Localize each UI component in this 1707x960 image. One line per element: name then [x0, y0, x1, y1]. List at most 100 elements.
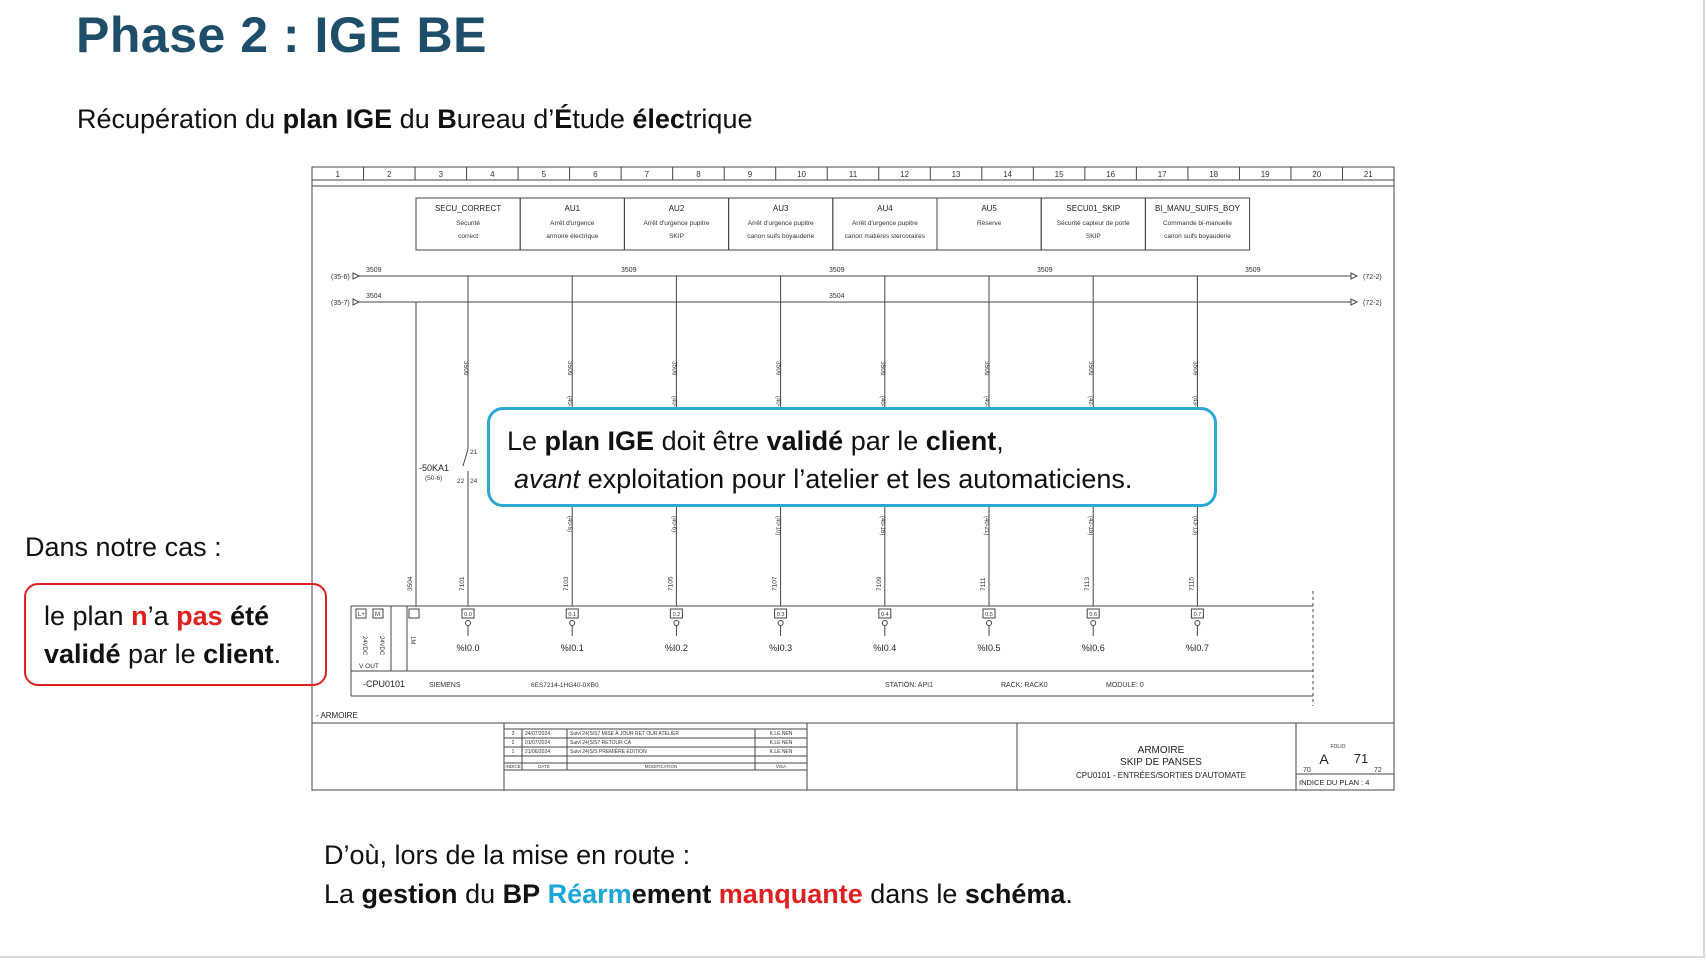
- bus-ref-in: (35-7): [331, 300, 350, 307]
- function-block-tag: AU4: [877, 204, 893, 213]
- input-point: [777, 620, 784, 626]
- input-point: [569, 620, 576, 626]
- contact-pin: 24: [470, 478, 478, 485]
- revision-text: Suivi 24(S/S7 RETOUR CA: [570, 740, 632, 746]
- revision-date: 01/07/2024: [525, 740, 550, 746]
- input-point: [1194, 620, 1201, 626]
- column-number: 15: [1055, 170, 1064, 179]
- page-title: Phase 2 : IGE BE: [76, 7, 487, 63]
- conclusion-line-1: D’où, lors de la mise en route :: [324, 840, 691, 870]
- function-block-tag: AU1: [565, 204, 581, 213]
- function-block-desc: Sécurité capteur de porte: [1057, 220, 1130, 227]
- bus-arrow: [352, 298, 361, 306]
- wire-label: 3509: [983, 361, 990, 376]
- wire-label: 3509: [566, 361, 573, 376]
- revision-header: MODIFICATION: [645, 764, 677, 769]
- column-number: 12: [900, 170, 909, 179]
- revision-header: INDICE: [505, 764, 520, 769]
- wire-label: 7109: [876, 576, 883, 591]
- folio-index: INDICE DU PLAN : 4: [1299, 778, 1369, 787]
- note-line-1: Le plan IGE doit être validé par le clie…: [507, 426, 1004, 456]
- bus-label: 3509: [829, 267, 845, 274]
- function-block-desc: SKIP: [1086, 233, 1101, 240]
- function-block-desc: Arrêt d'urgence pupitre: [644, 220, 710, 227]
- function-block-desc: Réserve: [977, 220, 1002, 227]
- revision-visa: K.LE NEN: [770, 740, 793, 746]
- column-number: 5: [542, 170, 547, 179]
- wire-ref: (40-16): [879, 516, 885, 535]
- supply-label: 24VDC: [378, 636, 384, 656]
- input-terminal: [982, 608, 996, 619]
- input-terminal: [774, 608, 788, 619]
- conclusion-line-2: La gestion du BP Réarmement manquante da…: [324, 879, 1073, 909]
- function-block-tag: AU2: [669, 204, 685, 213]
- wire-ref: (40-10): [775, 516, 781, 535]
- column-number: 7: [645, 170, 650, 179]
- wire-label: 3509: [1087, 361, 1094, 376]
- supply-label: V OUT: [359, 663, 379, 670]
- function-block-tag: AU3: [773, 204, 789, 213]
- validation-note-callout: Le plan IGE doit être validé par le clie…: [487, 407, 1217, 507]
- column-number: 1: [336, 170, 341, 179]
- function-block-desc: canon suifs boyauderie: [1164, 233, 1231, 240]
- function-block-tag: BI_MANU_SUIFS_BOY: [1155, 204, 1241, 213]
- column-number: 11: [849, 170, 858, 179]
- cpu-module: MODULE: 0: [1106, 682, 1144, 689]
- function-block-tag: SECU_CORRECT: [435, 204, 501, 213]
- revision-date: 21/06/2024: [525, 749, 550, 755]
- cpu-reference: 6ES7214-1HG40-0XB0: [531, 682, 599, 689]
- bus-arrow: [1350, 272, 1359, 280]
- revision-date: 24/07/2024: [525, 731, 550, 737]
- cpu-rack: RACK: RACK0: [1001, 682, 1048, 689]
- wire-label: 7103: [563, 576, 570, 591]
- function-block-desc: SKIP: [669, 233, 684, 240]
- revision-text: Suivi 24(S/S PREMIÈRE ÉDITION: [570, 748, 647, 755]
- bus-label: 3509: [621, 267, 637, 274]
- supply-terminal: [372, 608, 384, 619]
- wire-ref: (40-6): [670, 516, 676, 532]
- input-label: %I0.1: [561, 643, 584, 653]
- column-number: 18: [1209, 170, 1218, 179]
- wire-ref: (40-21): [983, 516, 989, 535]
- column-number: 9: [748, 170, 753, 179]
- folio-number: 71: [1354, 751, 1368, 766]
- revision-index: 1: [512, 749, 515, 755]
- input-terminal: [878, 608, 892, 619]
- function-block-desc: Arrêt d'urgence pupitre: [748, 220, 814, 227]
- column-number: 20: [1312, 170, 1321, 179]
- wire-label: 3509: [879, 361, 886, 376]
- folio-letter: A: [1319, 751, 1329, 767]
- column-number: 21: [1364, 170, 1373, 179]
- contact-pin: 21: [470, 449, 478, 456]
- input-label: %I0.6: [1082, 643, 1105, 653]
- column-number: 3: [439, 170, 444, 179]
- column-number: 2: [387, 170, 392, 179]
- input-point: [986, 620, 992, 626]
- wire-label: 7101: [459, 576, 466, 591]
- input-address: 0.0: [464, 612, 472, 618]
- input-label: %I0.2: [665, 643, 688, 653]
- wire-label: 7115: [1188, 577, 1195, 591]
- revision-text: Suivi 24(S/S7 MISE À JOUR RET OUR ATELIE…: [570, 730, 679, 737]
- supply-label: 1M: [409, 636, 415, 644]
- wire-ref: (40-5): [566, 516, 572, 532]
- supply-terminal: [355, 608, 367, 619]
- wire-label: 7111: [980, 577, 987, 591]
- revision-index: 2: [512, 740, 515, 746]
- input-point: [881, 620, 888, 626]
- input-address: 0.6: [1089, 612, 1097, 618]
- column-number: 19: [1261, 170, 1270, 179]
- contact-50ka1: [462, 448, 469, 467]
- input-terminal: [565, 608, 579, 619]
- wire-ref: (43-13): [1191, 516, 1197, 535]
- titleblock-line: CPU0101 - ENTRÉES/SORTIES D'AUTOMATE: [1076, 771, 1246, 780]
- subtitle: Récupération du plan IGE du Bureau d’Étu…: [77, 104, 753, 134]
- revision-visa: K.LE NEN: [770, 749, 793, 755]
- input-point: [1090, 620, 1097, 626]
- bus-label: 3504: [829, 293, 845, 300]
- wire-label: 3509: [775, 361, 782, 376]
- revision-index: 3: [512, 731, 515, 737]
- wire-label: 7105: [667, 576, 674, 591]
- wire-label: 7113: [1084, 577, 1091, 591]
- cpu-station: STATION: API1: [885, 682, 933, 689]
